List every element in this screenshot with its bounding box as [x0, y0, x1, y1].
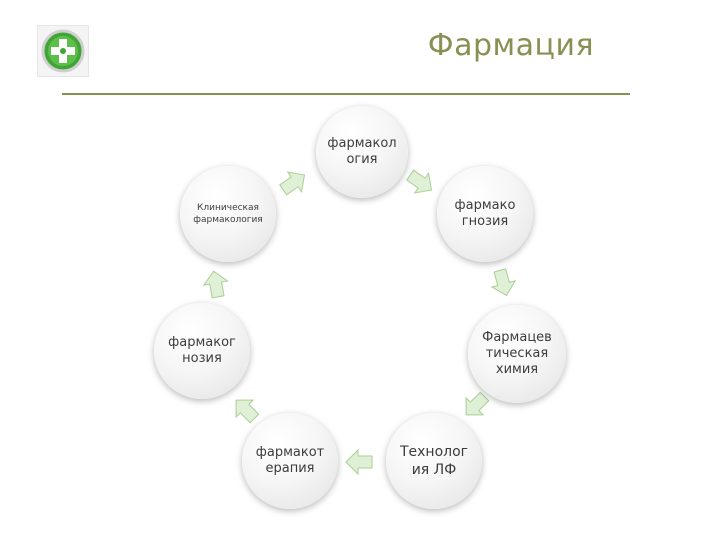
arrow-pharmacognosy-to-clinical: [202, 270, 229, 299]
green-cross-icon: [41, 29, 85, 73]
node-drug-technology: Технолог ия ЛФ: [386, 413, 482, 509]
node-label: фармакол огия: [327, 136, 397, 167]
node-pharmacology: фармакол огия: [316, 106, 408, 198]
node-pharmacognosy-left: фармаког нозия: [154, 303, 250, 399]
page-title: Фармация: [427, 28, 594, 63]
arrow-chemistry-to-technology: [465, 391, 490, 416]
node-clinical-pharmacology: Клиническая фармакология: [180, 166, 276, 262]
arrow-clinical-to-pharmacology: [279, 171, 306, 196]
node-label: фармако гнозия: [454, 198, 516, 229]
pharmacy-logo: [37, 25, 89, 77]
node-pharmacognosy-right: фармако гнозия: [437, 166, 533, 262]
arrow-pharmacognosy-to-chemistry: [490, 268, 517, 297]
node-pharmaceutical-chemistry: Фармацев тическая химия: [468, 305, 566, 403]
arrow-pharmacotherapy-to-pharmacognosy: [235, 399, 260, 424]
node-pharmacotherapy: фармакот ерапия: [242, 413, 338, 509]
node-label: Клиническая фармакология: [193, 203, 263, 225]
arrow-pharmacology-to-pharmacognosy: [406, 169, 433, 194]
node-label: фармаког нозия: [168, 335, 236, 366]
arrow-technology-to-pharmacotherapy: [345, 448, 373, 476]
node-label: Фармацев тическая химия: [482, 330, 552, 377]
node-label: Технолог ия ЛФ: [399, 444, 469, 478]
title-divider: [62, 93, 630, 95]
node-label: фармакот ерапия: [255, 445, 325, 476]
